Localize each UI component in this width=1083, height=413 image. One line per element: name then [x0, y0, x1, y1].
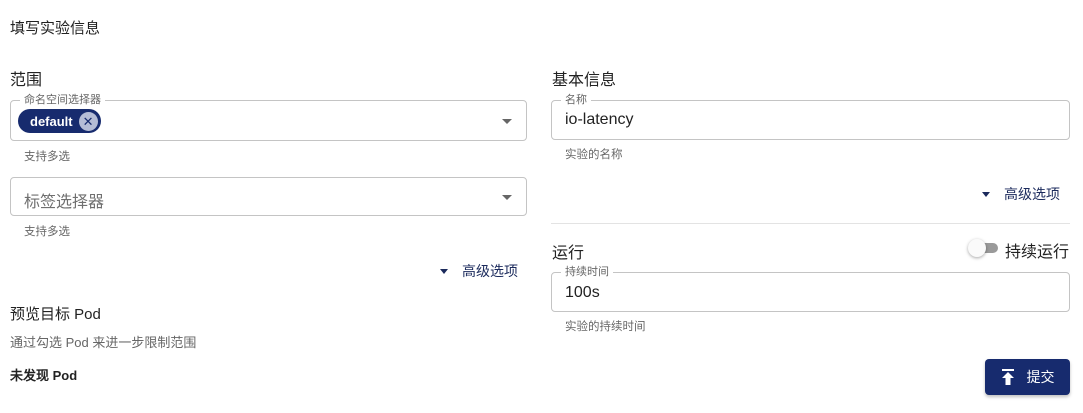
name-field-helper: 实验的名称: [565, 149, 623, 161]
namespace-selector-helper: 支持多选: [24, 151, 70, 163]
run-section-title: 运行: [552, 245, 585, 262]
name-field-label: 名称: [561, 93, 591, 107]
advanced-options-label: 高级选项: [462, 263, 518, 279]
basic-advanced-options-button[interactable]: 高级选项: [982, 184, 1060, 204]
label-selector[interactable]: 标签选择器: [10, 177, 527, 216]
advanced-options-label: 高级选项: [1004, 186, 1060, 202]
page-title: 填写实验信息: [10, 20, 101, 37]
submit-label: 提交: [1026, 369, 1055, 385]
name-field-value[interactable]: io-latency: [565, 111, 634, 128]
namespace-selector[interactable]: 命名空间选择器 default ✕: [10, 93, 527, 141]
basic-info-section-title: 基本信息: [552, 72, 617, 89]
chip-label: default: [30, 113, 73, 129]
name-field[interactable]: 名称 io-latency: [551, 93, 1070, 140]
continuous-run-label: 持续运行: [1005, 244, 1070, 261]
namespace-selector-label: 命名空间选择器: [20, 93, 105, 107]
chevron-down-icon[interactable]: [502, 195, 512, 200]
close-circle-icon[interactable]: ✕: [78, 111, 98, 131]
toggle-track: [976, 243, 998, 253]
namespace-chip-default: default ✕: [18, 109, 101, 133]
chevron-down-icon[interactable]: [502, 119, 512, 124]
duration-field-helper: 实验的持续时间: [565, 321, 646, 333]
label-selector-helper: 支持多选: [24, 226, 70, 238]
duration-field[interactable]: 持续时间 100s: [551, 265, 1070, 312]
duration-field-value[interactable]: 100s: [565, 284, 600, 301]
duration-field-label: 持续时间: [561, 265, 613, 279]
scope-section-title: 范围: [10, 72, 43, 89]
submit-button[interactable]: 提交: [985, 359, 1070, 395]
preview-pod-subtitle: 通过勾选 Pod 来进一步限制范围: [10, 335, 197, 350]
toggle-thumb[interactable]: [968, 239, 986, 257]
label-selector-placeholder: 标签选择器: [24, 194, 105, 211]
caret-down-icon: [982, 191, 990, 197]
section-divider: [551, 223, 1070, 224]
scope-advanced-options-button[interactable]: 高级选项: [440, 261, 518, 281]
caret-down-icon: [440, 268, 448, 274]
continuous-run-toggle[interactable]: [968, 239, 1000, 257]
preview-pod-title: 预览目标 Pod: [10, 306, 101, 323]
publish-icon: [1001, 369, 1014, 385]
no-pod-found-text: 未发现 Pod: [10, 368, 78, 383]
